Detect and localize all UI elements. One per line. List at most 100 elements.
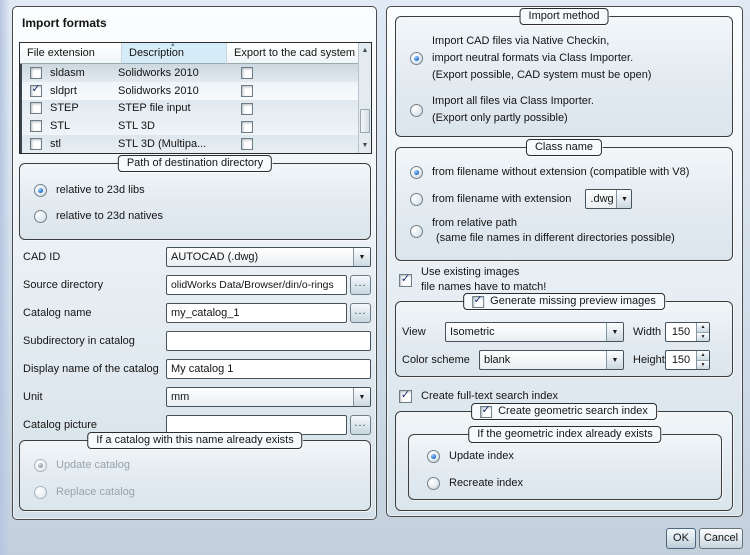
import-enabled-checkbox[interactable]: ✓ bbox=[30, 84, 42, 97]
export-checkbox[interactable]: ✓ bbox=[241, 120, 253, 133]
spin-down-icon[interactable]: ▼ bbox=[697, 331, 709, 341]
ok-button[interactable]: OK bbox=[666, 528, 696, 549]
radio-icon[interactable] bbox=[410, 192, 423, 206]
description-cell: STL 3D (Multipa... bbox=[118, 138, 207, 151]
import-method-group-title: Import method bbox=[519, 8, 609, 25]
table-body: ✓ sldasm Solidworks 2010 ✓ ✓ sldprt Soli… bbox=[20, 64, 358, 153]
table-row[interactable]: ✓ sldprt Solidworks 2010 ✓ bbox=[22, 81, 358, 100]
file-extension-cell: STEP bbox=[50, 102, 79, 115]
geometric-exists-group: If the geometric index already exists Up… bbox=[408, 426, 722, 500]
import-enabled-checkbox[interactable]: ✓ bbox=[30, 66, 42, 79]
radio-replace-catalog: Replace catalog bbox=[34, 485, 135, 500]
table-scrollbar[interactable]: ▲ ▼ bbox=[358, 43, 371, 153]
checkbox-icon[interactable]: ✓ bbox=[399, 272, 412, 287]
table-header: File extension ▲ Description Export to t… bbox=[20, 43, 358, 64]
radio-filename-with-extension[interactable]: from filename with extension .dwg ▼ bbox=[410, 189, 633, 209]
import-formats-heading: Import formats bbox=[22, 16, 107, 30]
column-header-export[interactable]: Export to the cad system bbox=[227, 43, 358, 64]
display-name-input[interactable]: My catalog 1 bbox=[166, 359, 371, 379]
file-extension-cell: stl bbox=[50, 138, 61, 151]
import-enabled-checkbox[interactable]: ✓ bbox=[30, 102, 42, 115]
height-stepper[interactable]: 150 ▲ ▼ bbox=[665, 350, 710, 370]
radio-icon[interactable] bbox=[34, 210, 47, 223]
catalog-name-input[interactable]: my_catalog_1 bbox=[166, 303, 347, 323]
chevron-down-icon[interactable]: ▼ bbox=[606, 323, 623, 341]
path-destination-group: Path of destination directory relative t… bbox=[19, 155, 371, 240]
cancel-button[interactable]: Cancel bbox=[699, 528, 743, 549]
spin-up-icon[interactable]: ▲ bbox=[697, 323, 709, 332]
export-checkbox[interactable]: ✓ bbox=[241, 138, 253, 151]
chevron-down-icon[interactable]: ▼ bbox=[606, 351, 623, 369]
cad-id-select[interactable]: AUTOCAD (.dwg) ▼ bbox=[166, 247, 371, 267]
scroll-down-icon[interactable]: ▼ bbox=[361, 142, 369, 149]
view-select[interactable]: Isometric ▼ bbox=[445, 322, 624, 342]
radio-icon[interactable] bbox=[410, 103, 423, 117]
spin-up-icon[interactable]: ▲ bbox=[697, 351, 709, 360]
radio-update-index[interactable]: Update index bbox=[427, 449, 514, 464]
checkbox-icon[interactable]: ✓ bbox=[399, 389, 412, 403]
import-method-group: Import method Import CAD files via Nativ… bbox=[395, 8, 733, 137]
chevron-down-icon[interactable]: ▼ bbox=[353, 248, 370, 266]
radio-class-importer[interactable]: Import all files via Class Importer. (Ex… bbox=[410, 93, 594, 127]
radio-icon[interactable] bbox=[34, 184, 47, 197]
file-extension-cell: sldasm bbox=[50, 66, 85, 79]
radio-relative-23d-libs[interactable]: relative to 23d libs bbox=[34, 183, 145, 198]
radio-icon[interactable] bbox=[427, 450, 440, 463]
spin-down-icon[interactable]: ▼ bbox=[697, 359, 709, 369]
description-cell: Solidworks 2010 bbox=[118, 66, 199, 79]
radio-icon[interactable] bbox=[410, 166, 423, 179]
import-options-panel: Import method Import CAD files via Nativ… bbox=[386, 6, 743, 517]
scrollbar-thumb[interactable] bbox=[360, 109, 370, 133]
description-cell: STL 3D bbox=[118, 120, 155, 133]
unit-select[interactable]: mm ▼ bbox=[166, 387, 371, 407]
use-existing-images-checkbox[interactable]: ✓ Use existing images file names have to… bbox=[399, 266, 547, 293]
source-directory-label: Source directory bbox=[23, 279, 104, 291]
radio-relative-23d-natives[interactable]: relative to 23d natives bbox=[34, 209, 163, 224]
width-stepper[interactable]: 150 ▲ ▼ bbox=[665, 322, 710, 342]
import-enabled-checkbox[interactable]: ✓ bbox=[30, 138, 42, 151]
export-checkbox[interactable]: ✓ bbox=[241, 67, 253, 80]
table-row[interactable]: ✓ STL STL 3D ✓ bbox=[22, 117, 358, 136]
scroll-up-icon[interactable]: ▲ bbox=[361, 47, 369, 54]
geometric-index-checkbox[interactable]: ✓ bbox=[480, 404, 493, 418]
import-formats-table: File extension ▲ Description Export to t… bbox=[19, 42, 372, 154]
radio-relative-path[interactable]: from relative path (same file names in d… bbox=[410, 216, 675, 246]
file-extension-cell: STL bbox=[50, 120, 71, 133]
catalog-picture-label: Catalog picture bbox=[23, 419, 97, 431]
radio-icon[interactable] bbox=[410, 224, 423, 238]
subdirectory-input[interactable] bbox=[166, 331, 371, 351]
catalog-name-browse-button[interactable]: ... bbox=[350, 303, 371, 323]
chevron-down-icon[interactable]: ▼ bbox=[353, 388, 370, 406]
chevron-down-icon[interactable]: ▼ bbox=[616, 190, 632, 208]
subdirectory-label: Subdirectory in catalog bbox=[23, 335, 135, 347]
display-name-label: Display name of the catalog bbox=[23, 363, 159, 375]
radio-recreate-index[interactable]: Recreate index bbox=[427, 476, 523, 491]
catalog-picture-browse-button[interactable]: ... bbox=[350, 415, 371, 435]
color-scheme-select[interactable]: blank ▼ bbox=[479, 350, 624, 370]
sort-ascending-icon: ▲ bbox=[169, 43, 176, 48]
table-row[interactable]: ✓ STEP STEP file input ✓ bbox=[22, 99, 358, 118]
column-header-description-label: Description bbox=[129, 47, 185, 59]
table-row[interactable]: ✓ stl STL 3D (Multipa... ✓ bbox=[22, 135, 358, 153]
radio-icon[interactable] bbox=[410, 52, 423, 65]
radio-icon[interactable] bbox=[427, 477, 440, 490]
import-enabled-checkbox[interactable]: ✓ bbox=[30, 120, 42, 133]
export-checkbox[interactable]: ✓ bbox=[241, 84, 253, 97]
catalog-exists-group-title: If a catalog with this name already exis… bbox=[87, 432, 303, 449]
column-header-description[interactable]: ▲ Description bbox=[122, 43, 227, 64]
source-directory-input[interactable]: olidWorks Data/Browser/din/o-rings bbox=[166, 275, 347, 295]
fulltext-index-checkbox[interactable]: ✓ Create full-text search index bbox=[399, 389, 558, 403]
extension-select[interactable]: .dwg ▼ bbox=[585, 189, 633, 209]
catalog-exists-group: If a catalog with this name already exis… bbox=[19, 432, 371, 511]
table-row[interactable]: ✓ sldasm Solidworks 2010 ✓ bbox=[22, 64, 358, 82]
radio-filename-without-extension[interactable]: from filename without extension (compati… bbox=[410, 165, 689, 180]
color-scheme-label: Color scheme bbox=[402, 354, 470, 366]
export-checkbox[interactable]: ✓ bbox=[241, 102, 253, 115]
geometric-index-group: ✓ Create geometric search index If the g… bbox=[395, 403, 733, 511]
radio-native-checkin[interactable]: Import CAD files via Native Checkin, imp… bbox=[410, 33, 651, 84]
class-name-group-title: Class name bbox=[525, 139, 603, 156]
column-header-file-extension[interactable]: File extension bbox=[20, 43, 122, 64]
generate-previews-checkbox[interactable]: ✓ bbox=[472, 294, 485, 308]
source-directory-browse-button[interactable]: ... bbox=[350, 275, 371, 295]
